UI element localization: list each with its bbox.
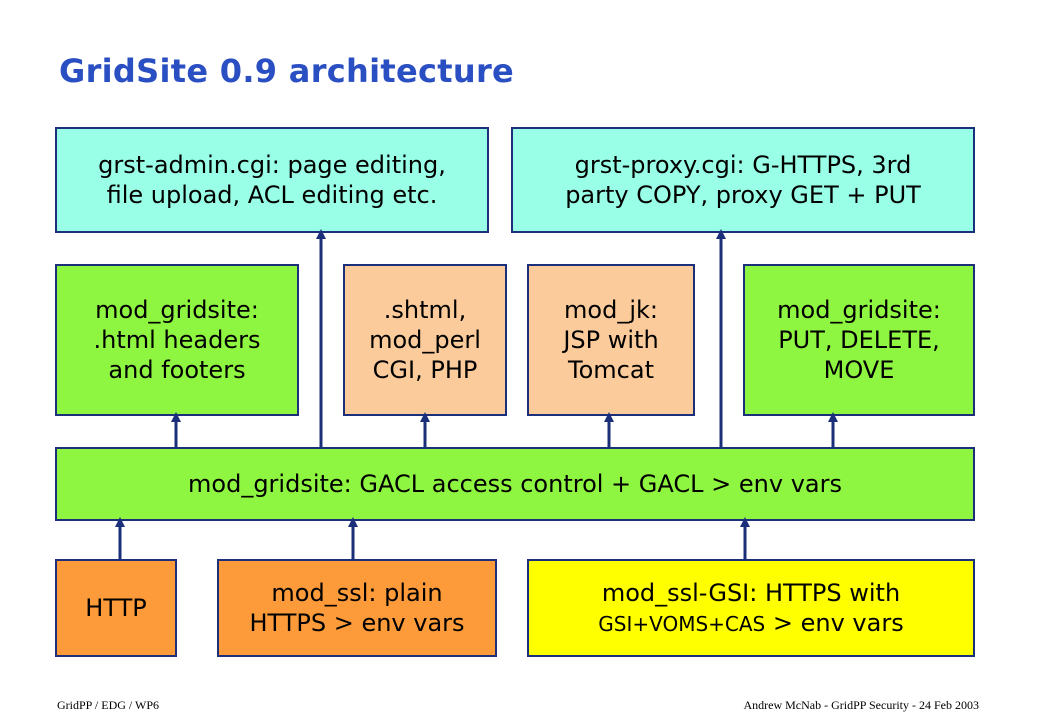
- box-line: grst-admin.cgi: page editing,: [98, 151, 446, 179]
- box-line: JSP with: [563, 326, 659, 354]
- box-line-suffix: > env vars: [765, 608, 904, 637]
- box-line: grst-proxy.cgi: G-HTTPS, 3rd: [574, 151, 912, 179]
- box-line: mod_gridsite:: [777, 296, 941, 324]
- box-line: file upload, ACL editing etc.: [106, 181, 438, 209]
- box-line-small: GSI+VOMS+CAS: [598, 611, 766, 636]
- box-line: mod_jk:: [564, 296, 658, 324]
- shtml-box: .shtml, mod_perl CGI, PHP: [343, 264, 507, 416]
- box-line: MOVE: [823, 356, 895, 384]
- box-line: mod_ssl-GSI: HTTPS with: [601, 578, 901, 607]
- box-line: HTTPS > env vars: [249, 609, 465, 637]
- mod-ssl-gsi-box: mod_ssl-GSI: HTTPS with GSI+VOMS+CAS > e…: [527, 559, 975, 657]
- grst-admin-cgi-box: grst-admin.cgi: page editing, file uploa…: [55, 127, 489, 233]
- box-line: GSI+VOMS+CAS > env vars: [598, 608, 903, 639]
- box-line: mod_perl: [369, 326, 481, 354]
- mod-gridsite-put-box: mod_gridsite: PUT, DELETE, MOVE: [743, 264, 975, 416]
- box-line: mod_gridsite:: [95, 296, 259, 324]
- footer-right: Andrew McNab - GridPP Security - 24 Feb …: [743, 698, 979, 712]
- box-line: mod_gridsite: GACL access control + GACL…: [188, 470, 842, 498]
- mod-gridsite-gacl-box: mod_gridsite: GACL access control + GACL…: [55, 447, 975, 521]
- box-line: party COPY, proxy GET + PUT: [565, 181, 921, 209]
- page-title: GridSite 0.9 architecture: [59, 52, 515, 90]
- mod-jk-box: mod_jk: JSP with Tomcat: [527, 264, 695, 416]
- box-line: PUT, DELETE,: [778, 326, 940, 354]
- footer-left: GridPP / EDG / WP6: [57, 698, 160, 712]
- box-line: .html headers: [93, 326, 261, 354]
- box-line: .shtml,: [383, 296, 467, 324]
- box-line: mod_ssl: plain: [271, 579, 443, 607]
- box-line: Tomcat: [568, 356, 654, 384]
- box-line: and footers: [108, 356, 246, 384]
- box-line: HTTP: [85, 594, 147, 622]
- mod-ssl-box: mod_ssl: plain HTTPS > env vars: [217, 559, 497, 657]
- http-box: HTTP: [55, 559, 177, 657]
- grst-proxy-cgi-box: grst-proxy.cgi: G-HTTPS, 3rd party COPY,…: [511, 127, 975, 233]
- box-line: CGI, PHP: [372, 356, 478, 384]
- mod-gridsite-html-box: mod_gridsite: .html headers and footers: [55, 264, 299, 416]
